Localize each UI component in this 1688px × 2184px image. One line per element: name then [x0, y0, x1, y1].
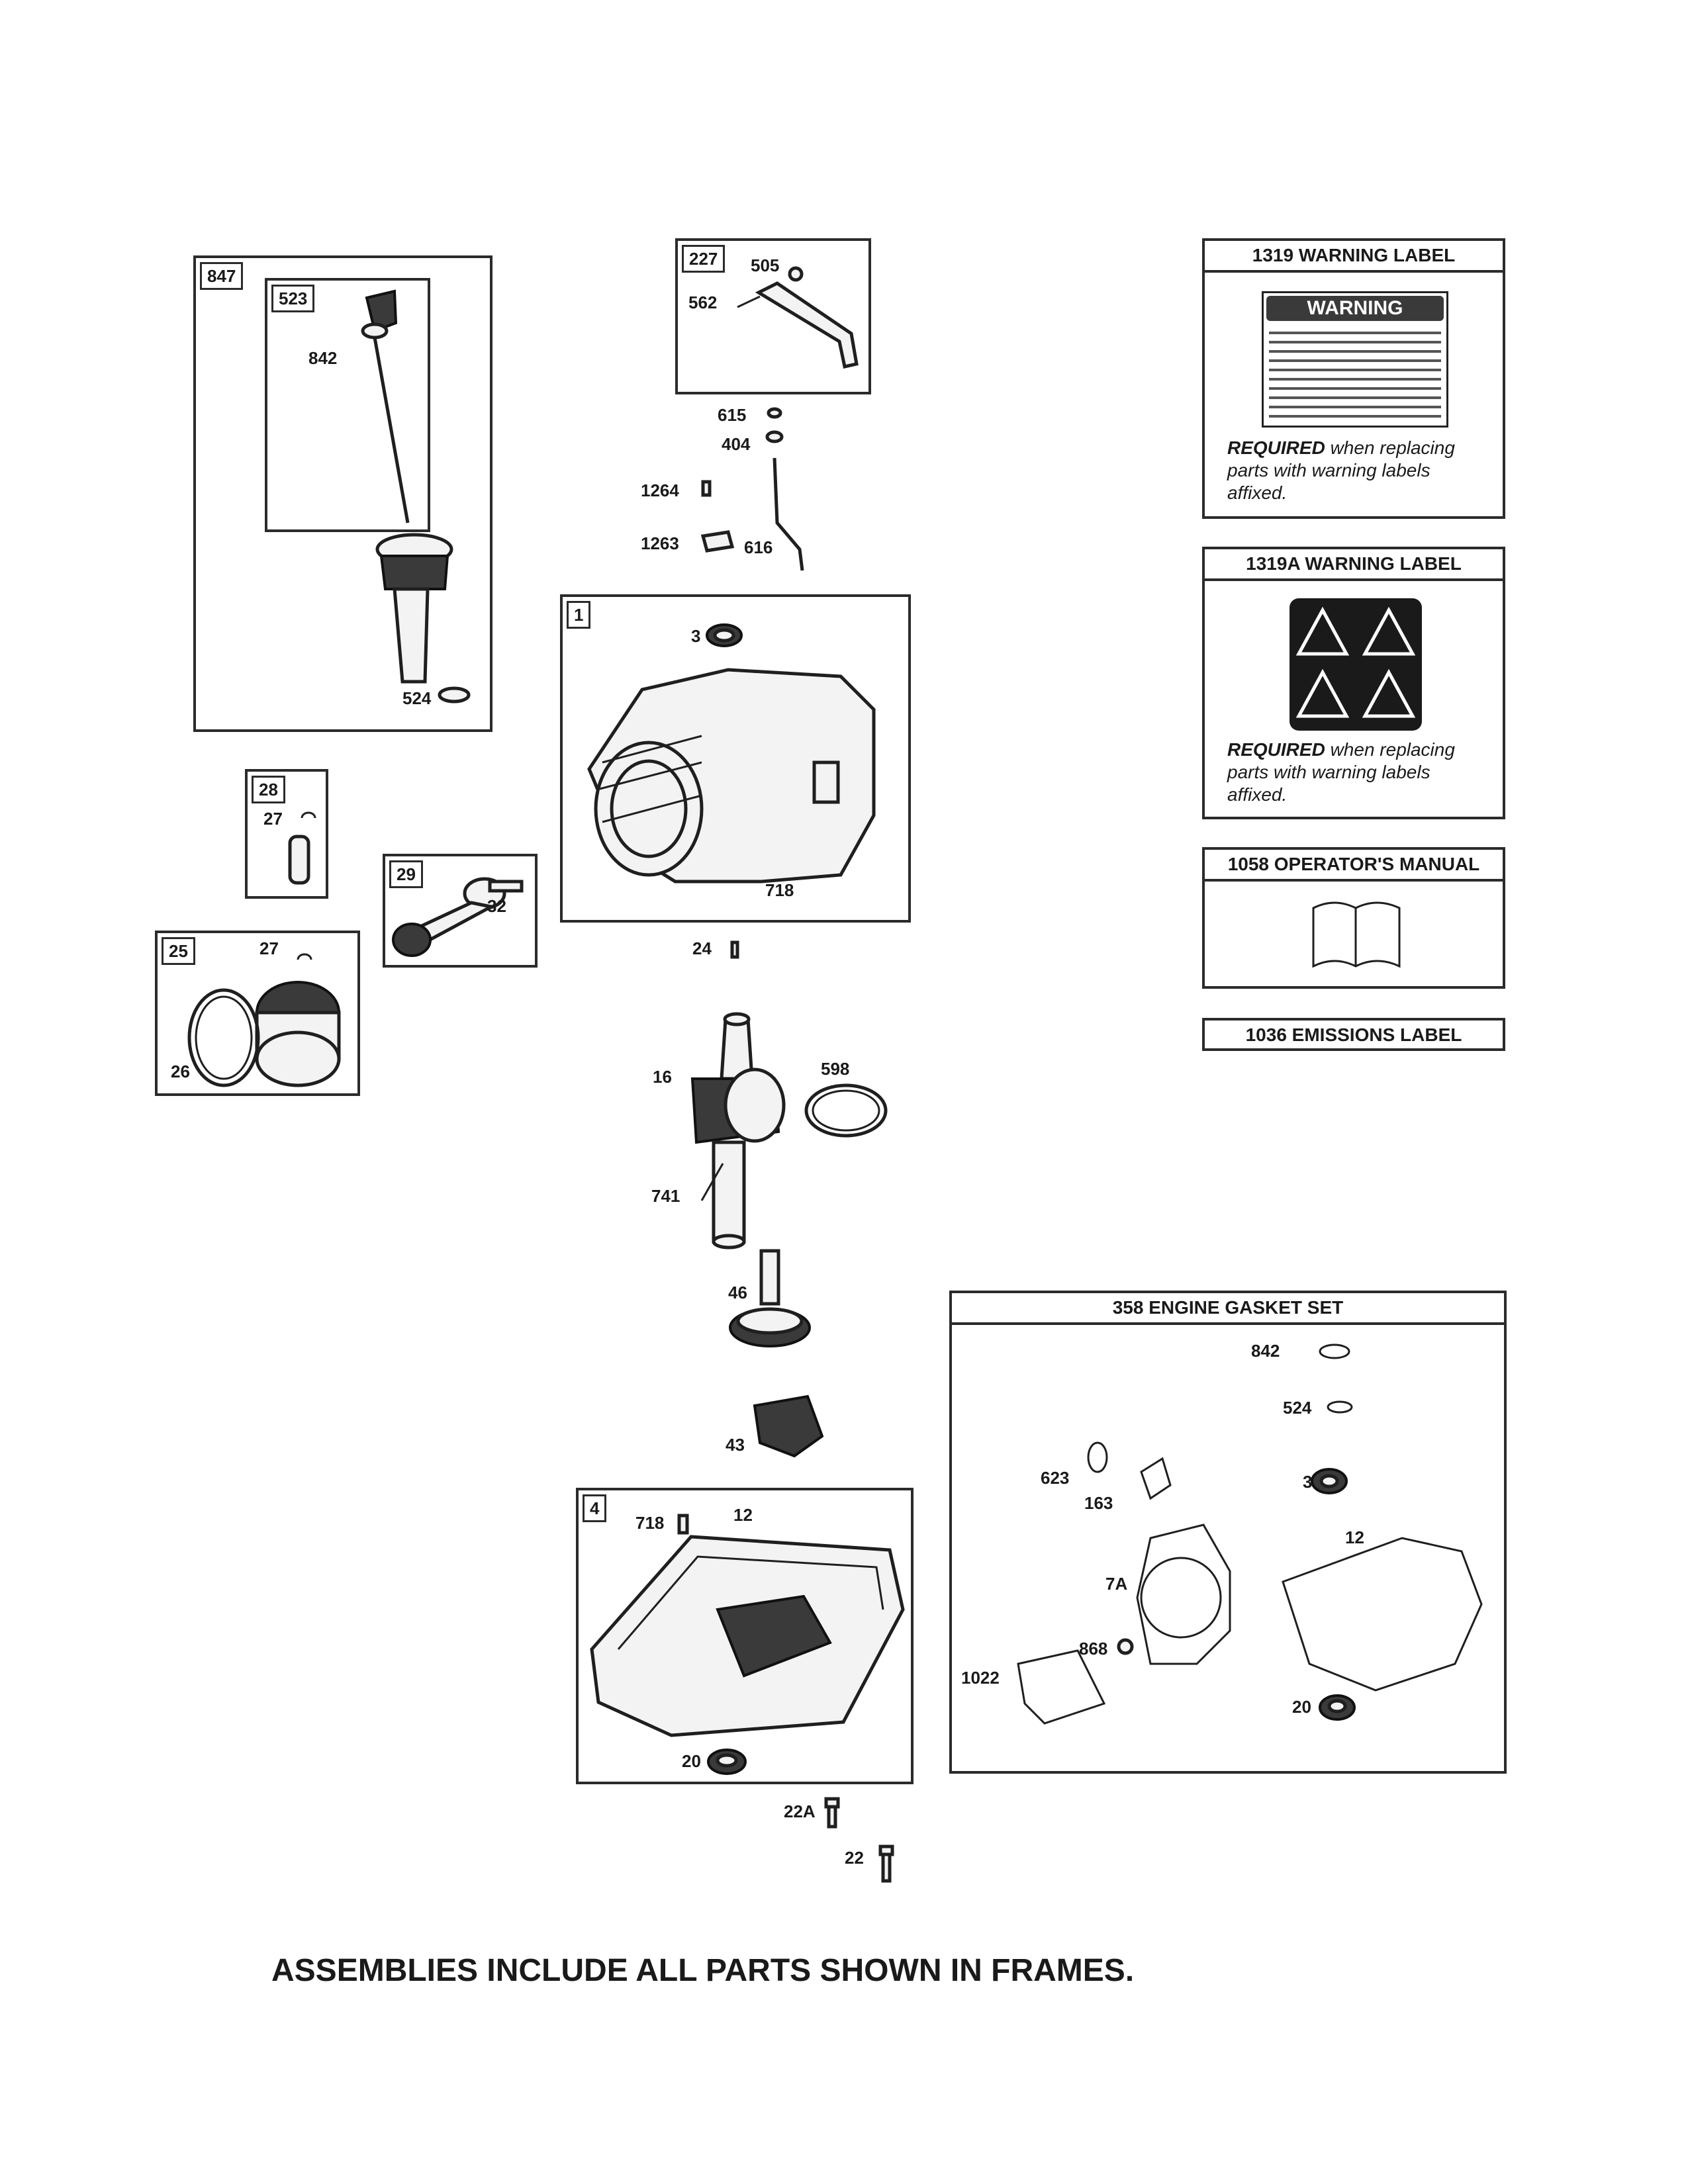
sump-illustration — [590, 1514, 905, 1775]
cylinder-block-illustration — [587, 623, 876, 884]
gasket-label-3: 3 — [1303, 1472, 1313, 1492]
assembly-frame-25[interactable]: 25 27 26 — [155, 931, 360, 1096]
assembly-frame-28[interactable]: 28 27 — [245, 769, 328, 899]
part-label-16: 16 — [653, 1067, 672, 1087]
piston-illustration — [187, 953, 341, 1087]
part-label-12: 12 — [733, 1505, 753, 1525]
gasket-label-623: 623 — [1041, 1468, 1070, 1488]
warning-sticker-lines — [1269, 325, 1441, 418]
warning-required-text: REQUIRED when replacing parts with warni… — [1227, 437, 1455, 504]
assembly-frame-227[interactable]: 227 505 562 — [675, 238, 871, 394]
piston-pin-illustration — [288, 811, 316, 885]
part-label-616: 616 — [744, 537, 773, 557]
emissions-label-panel[interactable]: 1036 EMISSIONS LABEL — [1202, 1018, 1505, 1051]
assembly-number-227: 227 — [682, 245, 726, 273]
warning-a-required-text: REQUIRED when replacing parts with warni… — [1227, 739, 1455, 806]
warning-label-title: 1319 WARNING LABEL — [1205, 241, 1503, 273]
assembly-frame-1[interactable]: 1 3 718 — [560, 594, 911, 923]
part-label-22A: 22A — [784, 1801, 816, 1821]
part-label-32: 32 — [487, 896, 506, 916]
assembly-number-847: 847 — [200, 262, 244, 290]
part-label-598: 598 — [821, 1059, 850, 1079]
assembly-number-4: 4 — [583, 1494, 607, 1522]
part-label-20: 20 — [682, 1751, 701, 1771]
required-line-2-a: parts with warning labels — [1227, 762, 1430, 782]
warning-sticker: WARNING — [1262, 291, 1448, 428]
gasket-label-1022: 1022 — [961, 1668, 1000, 1688]
part-label-27b: 27 — [259, 938, 279, 958]
gasket-label-524: 524 — [1283, 1398, 1312, 1418]
gasket-label-842: 842 — [1251, 1341, 1280, 1361]
gasket-label-868: 868 — [1079, 1639, 1108, 1659]
part-label-24: 24 — [692, 938, 712, 958]
part-label-404: 404 — [722, 434, 751, 454]
part-label-524: 524 — [402, 688, 432, 708]
part-label-27a: 27 — [263, 809, 283, 829]
part-label-22: 22 — [845, 1848, 864, 1868]
required-bold: REQUIRED — [1227, 437, 1325, 458]
assembly-frame-847[interactable]: 847 523 842 524 — [193, 255, 492, 732]
assembly-frame-29[interactable]: 29 32 — [383, 854, 538, 968]
gasket-set-title: 358 ENGINE GASKET SET — [952, 1293, 1504, 1325]
assembly-frame-523[interactable]: 523 — [265, 278, 430, 532]
operators-manual-title: 1058 OPERATOR'S MANUAL — [1205, 850, 1503, 882]
hazard-pictograms-icon — [1289, 598, 1422, 731]
part-label-3: 3 — [691, 626, 701, 646]
required-rest-a: when replacing — [1330, 739, 1455, 760]
part-label-718b: 718 — [635, 1513, 665, 1533]
part-label-1264: 1264 — [641, 480, 679, 500]
part-label-46: 46 — [728, 1283, 747, 1302]
warning-badge: WARNING — [1266, 296, 1444, 321]
gasket-label-12: 12 — [1345, 1527, 1364, 1547]
assembly-frame-4[interactable]: 4 718 12 20 — [576, 1488, 914, 1784]
bolts-illustration — [824, 1797, 894, 1883]
part-label-741: 741 — [651, 1186, 680, 1206]
part-label-505: 505 — [751, 255, 780, 275]
governor-shaft-illustration — [700, 407, 804, 571]
emissions-label-title: 1036 EMISSIONS LABEL — [1245, 1024, 1462, 1045]
assembly-number-25: 25 — [162, 937, 195, 965]
part-label-26: 26 — [171, 1062, 190, 1081]
required-line-3: affixed. — [1227, 482, 1288, 503]
warning-label-a-panel[interactable]: 1319A WARNING LABEL REQUIRED when replac… — [1202, 547, 1505, 819]
required-rest: when replacing — [1330, 437, 1455, 458]
gasket-label-163: 163 — [1084, 1493, 1113, 1513]
warning-label-panel[interactable]: 1319 WARNING LABEL WARNING REQUIRED when… — [1202, 238, 1505, 519]
part-label-718: 718 — [765, 880, 794, 900]
operators-manual-panel[interactable]: 1058 OPERATOR'S MANUAL — [1202, 847, 1505, 989]
warning-label-a-title: 1319A WARNING LABEL — [1205, 549, 1503, 581]
governor-arm-illustration — [737, 266, 859, 369]
gasket-set-illustration — [1017, 1343, 1483, 1725]
required-bold-a: REQUIRED — [1227, 739, 1325, 760]
part-label-1263: 1263 — [641, 533, 679, 553]
assembly-number-28: 28 — [252, 776, 285, 803]
book-icon — [1312, 901, 1401, 968]
connecting-rod-illustration — [392, 877, 524, 957]
gasket-label-20: 20 — [1292, 1697, 1311, 1717]
part-label-43: 43 — [726, 1435, 745, 1455]
part-label-615: 615 — [718, 405, 747, 425]
part-label-562: 562 — [688, 293, 718, 312]
assembly-number-523: 523 — [271, 285, 315, 312]
part-label-842: 842 — [308, 348, 338, 368]
gasket-label-7A: 7A — [1105, 1574, 1128, 1594]
crankshaft-illustration — [690, 940, 888, 1458]
assembly-number-1: 1 — [567, 601, 591, 629]
dipstick-illustration — [361, 289, 471, 704]
gasket-set-panel[interactable]: 358 ENGINE GASKET SET 842 524 623 163 3 … — [949, 1291, 1507, 1774]
assemblies-footer-note: ASSEMBLIES INCLUDE ALL PARTS SHOWN IN FR… — [271, 1953, 1135, 1988]
assembly-number-29: 29 — [389, 860, 423, 888]
required-line-3-a: affixed. — [1227, 784, 1288, 805]
required-line-2: parts with warning labels — [1227, 460, 1430, 480]
